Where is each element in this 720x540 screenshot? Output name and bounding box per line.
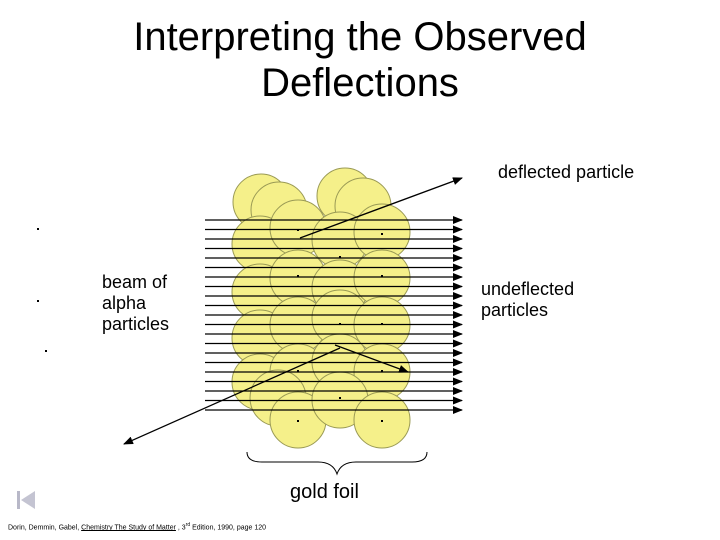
undeflected-beams	[205, 216, 463, 414]
deflected-particle-label: deflected particle	[498, 162, 635, 182]
nucleus-dot	[297, 275, 299, 277]
deflected-particle-down	[334, 344, 409, 373]
deflected-particle-up	[299, 177, 463, 239]
nucleus-dot	[297, 370, 299, 372]
undeflected-particles-label: undeflected particles	[481, 279, 574, 321]
deflected-paths	[123, 177, 463, 445]
citation: Dorin, Demmin, Gabel, Chemistry The Stud…	[8, 521, 266, 532]
citation-edition: , 3	[175, 524, 186, 532]
deflected-particle-back	[123, 347, 341, 445]
source-dot-1	[37, 228, 39, 230]
citation-edition-rest: Edition, 1990, page 120	[190, 524, 267, 532]
back-to-start-icon[interactable]	[15, 489, 37, 511]
beam-label-line-1: beam of	[102, 272, 168, 292]
title-line-2: Deflections	[261, 61, 459, 105]
gold-foil-brace	[246, 451, 428, 476]
nucleus-dot	[339, 397, 341, 399]
nucleus-dot	[381, 420, 383, 422]
citation-authors: Dorin, Demmin, Gabel,	[8, 524, 82, 532]
nucleus-dot	[297, 420, 299, 422]
slide-title: Interpreting the Observed Deflections	[0, 14, 720, 106]
nucleus-dot	[381, 370, 383, 372]
citation-book: Chemistry The Study of Matter	[81, 524, 176, 532]
beam-label-line-2: alpha	[102, 293, 147, 313]
beam-label-line-3: particles	[102, 314, 170, 334]
nucleus-dot	[339, 256, 341, 258]
source-dot-3	[45, 350, 47, 352]
nucleus-dot	[381, 275, 383, 277]
undeflected-label-line-2: particles	[481, 300, 549, 320]
gold-atoms	[231, 167, 411, 449]
source-dot-2	[37, 300, 39, 302]
citation-edition-sup: rd	[185, 522, 191, 528]
title-line-1: Interpreting the Observed	[133, 15, 587, 59]
beam-label: beam of alpha particles	[102, 272, 169, 335]
gold-foil-label: gold foil	[290, 481, 359, 503]
undeflected-label-line-1: undeflected	[481, 279, 575, 299]
nucleus-dot	[381, 233, 383, 235]
